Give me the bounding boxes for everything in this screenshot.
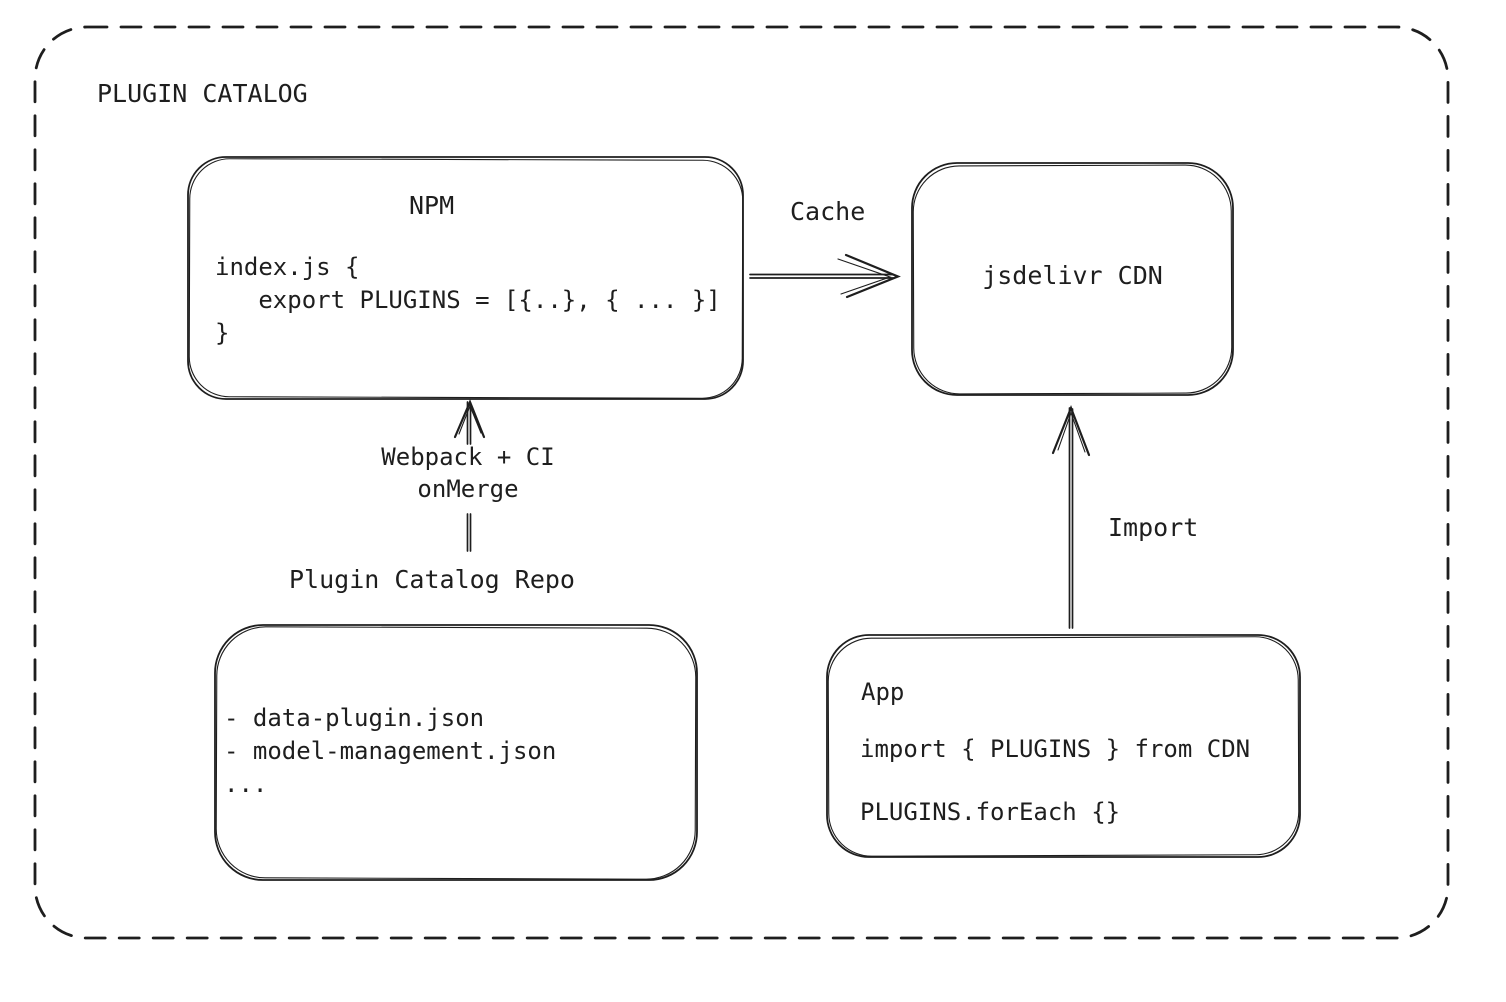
repo-box-shape xyxy=(214,624,698,881)
cdn-box-label: jsdelivr CDN xyxy=(982,261,1163,290)
npm-box-title: NPM xyxy=(409,191,455,220)
app-box-title: App xyxy=(861,678,905,706)
webpack-arrow-sublabel: onMerge xyxy=(417,475,519,503)
repo-box-code: - data-plugin.json - model-management.js… xyxy=(224,704,557,798)
app-box-import-line: import { PLUGINS } from CDN xyxy=(860,735,1251,763)
webpack-arrow xyxy=(453,399,486,552)
cache-arrow-label: Cache xyxy=(790,197,866,226)
plugin-catalog-border xyxy=(33,25,1450,940)
npm-box-shape xyxy=(187,156,744,400)
app-box-shape xyxy=(826,634,1301,858)
cdn-box-shape xyxy=(911,162,1234,396)
app-box-foreach-line: PLUGINS.forEach {} xyxy=(860,798,1121,826)
npm-box-code: index.js { export PLUGINS = [{..}, { ...… xyxy=(215,253,721,347)
webpack-arrow-label: Webpack + CI xyxy=(381,443,555,471)
diagram-title: PLUGIN CATALOG xyxy=(97,79,308,108)
cache-arrow xyxy=(749,253,901,299)
import-arrow xyxy=(1051,404,1091,629)
repo-box-label: Plugin Catalog Repo xyxy=(289,565,575,594)
import-arrow-label: Import xyxy=(1108,513,1199,542)
